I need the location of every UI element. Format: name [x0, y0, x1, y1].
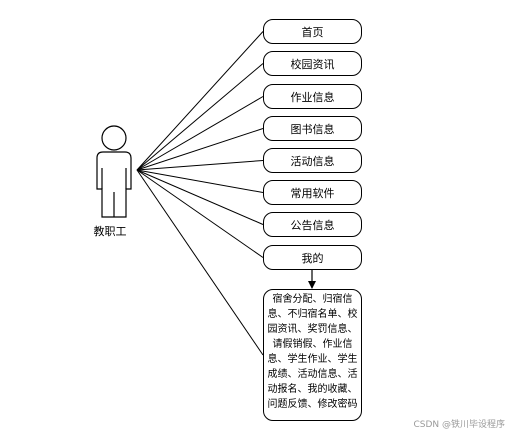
connector-detail [136, 169, 264, 356]
node-home[interactable]: 首页 [263, 19, 362, 44]
actor-label: 教职工 [93, 225, 127, 238]
connector-announcement-info [136, 169, 264, 225]
node-common-software[interactable]: 常用软件 [263, 180, 362, 205]
node-activity-info[interactable]: 活动信息 [263, 148, 362, 173]
connector-campus-news [136, 63, 264, 171]
connector-activity-info [136, 160, 264, 171]
connector-library-info [136, 128, 264, 171]
connector-homework-info [136, 96, 264, 171]
node-campus-news[interactable]: 校园资讯 [263, 51, 362, 76]
node-library-info[interactable]: 图书信息 [263, 116, 362, 141]
mine-detail-box: 宿舍分配、归宿信息、不归宿名单、校园资讯、奖罚信息、请假销假、作业信息、学生作业… [263, 289, 362, 421]
connector-lines [136, 31, 264, 356]
connector-home [136, 31, 264, 171]
watermark: CSDN @铁川毕设程序 [413, 420, 505, 430]
node-homework-info[interactable]: 作业信息 [263, 84, 362, 109]
node-mine[interactable]: 我的 [263, 245, 362, 270]
node-announcement-info[interactable]: 公告信息 [263, 212, 362, 237]
person-icon [96, 125, 132, 218]
connector-common-software [136, 169, 264, 193]
connector-mine [136, 169, 264, 258]
